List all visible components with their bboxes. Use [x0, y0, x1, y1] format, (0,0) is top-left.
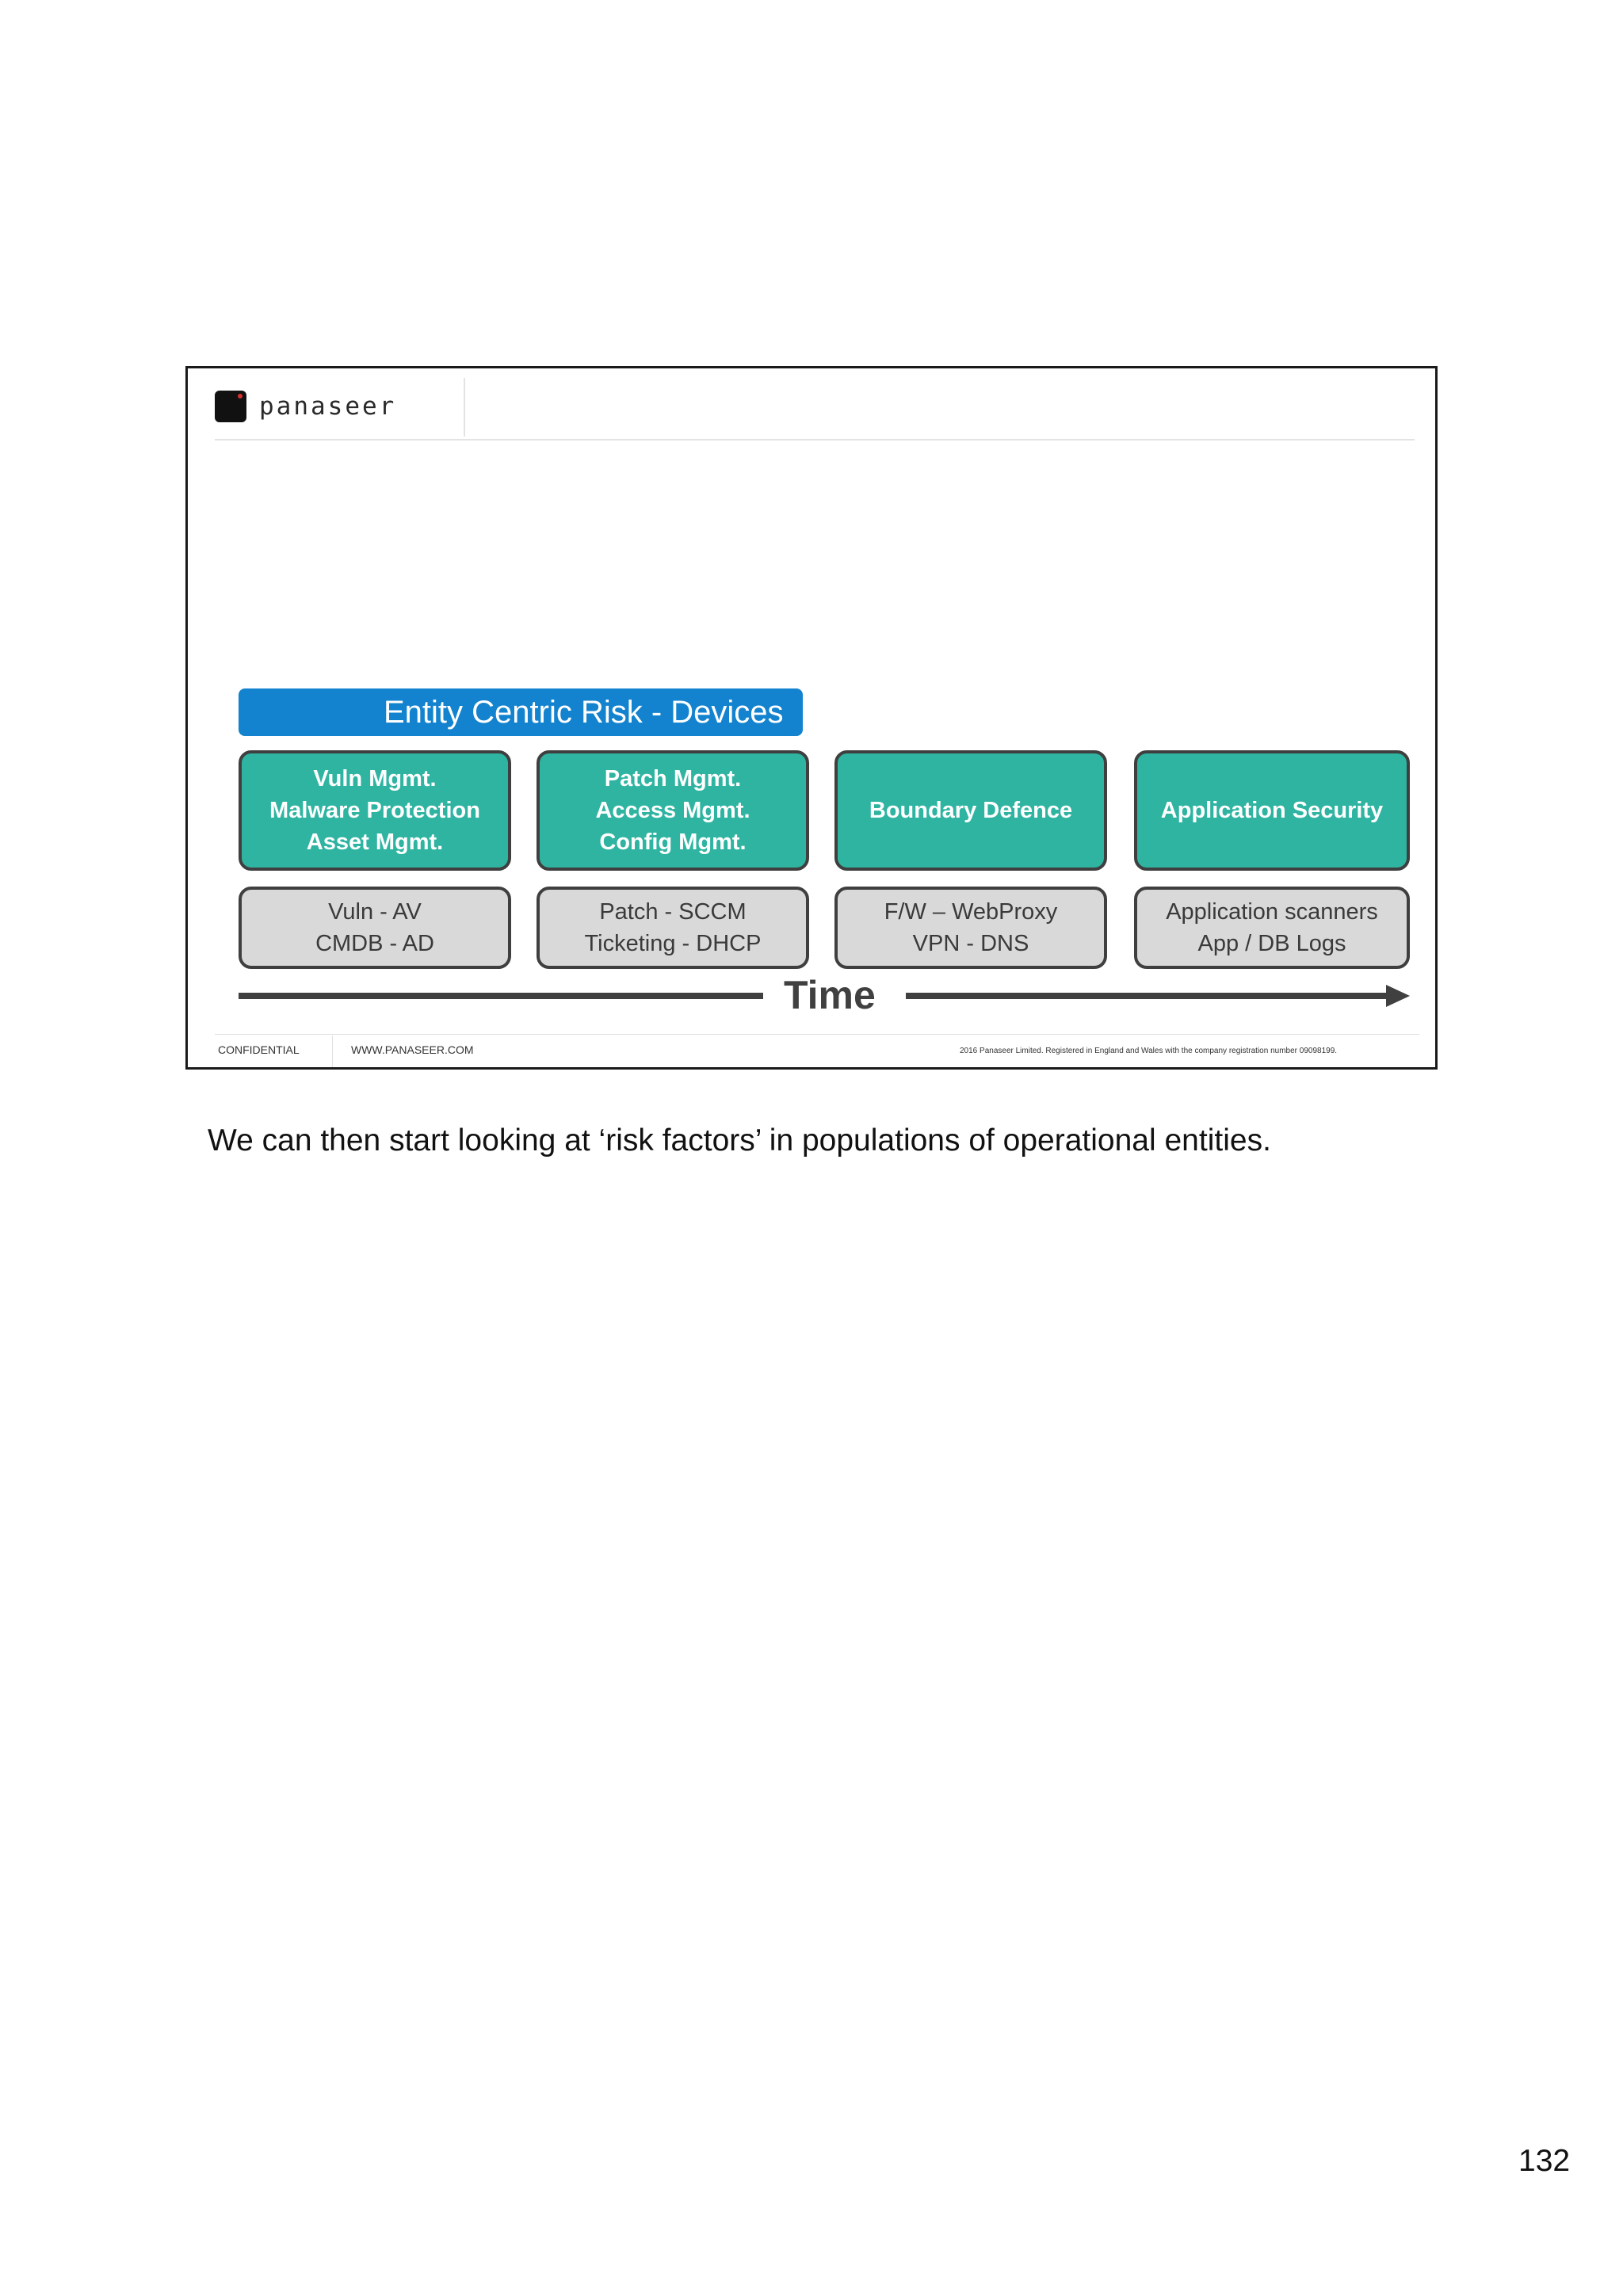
slide-frame: panaseer Entity Centric Risk - Devices V… — [185, 366, 1438, 1070]
source-line: CMDB - AD — [315, 931, 434, 956]
header-divider — [464, 378, 465, 437]
logo-mark-icon — [215, 391, 246, 422]
capability-line: Malware Protection — [269, 798, 480, 823]
source-line: Patch - SCCM — [599, 899, 747, 925]
time-arrow-shaft-right — [906, 993, 1388, 999]
capability-line: Vuln Mgmt. — [313, 766, 437, 791]
capability-line: Access Mgmt. — [595, 798, 750, 823]
capability-line: Application Security — [1160, 798, 1384, 823]
footer-registration: 2016 Panaseer Limited. Registered in Eng… — [960, 1047, 1338, 1055]
source-box-4: Application scanners App / DB Logs — [1134, 887, 1410, 969]
capability-box-3: Boundary Defence — [834, 750, 1107, 871]
capability-box-1: Vuln Mgmt. Malware Protection Asset Mgmt… — [239, 750, 511, 871]
capability-line: Config Mgmt. — [599, 830, 747, 855]
panaseer-logo: panaseer — [215, 389, 396, 424]
source-box-2: Patch - SCCM Ticketing - DHCP — [537, 887, 809, 969]
time-arrow-shaft-left — [239, 993, 763, 999]
arrow-head-icon — [1386, 985, 1410, 1007]
capability-line: Patch Mgmt. — [604, 766, 742, 791]
logo-text: panaseer — [259, 392, 397, 421]
capability-box-4: Application Security — [1134, 750, 1410, 871]
capability-line: Boundary Defence — [869, 798, 1073, 823]
source-line: App / DB Logs — [1197, 931, 1346, 956]
source-line: Ticketing - DHCP — [584, 931, 762, 956]
source-line: Vuln - AV — [328, 899, 422, 925]
source-line: VPN - DNS — [912, 931, 1029, 956]
time-label: Time — [784, 973, 876, 1017]
capability-line: Asset Mgmt. — [306, 830, 444, 855]
source-box-3: F/W – WebProxy VPN - DNS — [834, 887, 1107, 969]
capability-box-2: Patch Mgmt. Access Mgmt. Config Mgmt. — [537, 750, 809, 871]
header-rule — [215, 439, 1415, 441]
slide-caption: We can then start looking at ‘risk facto… — [208, 1123, 1271, 1158]
page-number: 132 — [1518, 2144, 1571, 2178]
source-line: F/W – WebProxy — [884, 899, 1058, 925]
footer-confidential: CONFIDENTIAL — [218, 1043, 300, 1056]
footer-rule — [215, 1034, 1419, 1035]
slide-title: Entity Centric Risk - Devices — [239, 688, 803, 736]
source-box-1: Vuln - AV CMDB - AD — [239, 887, 511, 969]
footer-divider — [332, 1035, 333, 1067]
source-line: Application scanners — [1166, 899, 1378, 925]
footer-website: WWW.PANASEER.COM — [351, 1043, 474, 1056]
